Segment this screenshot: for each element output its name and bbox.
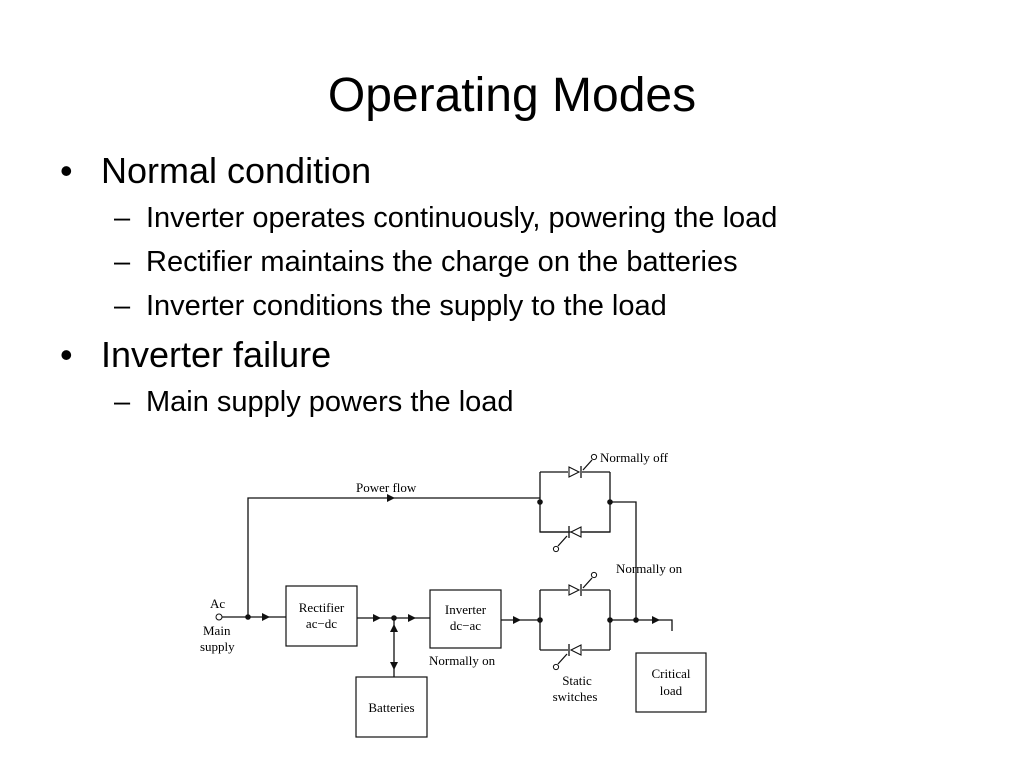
sub-bullet-marker: – [114,290,131,322]
critical-load-block: Critical load [635,652,707,713]
sub-bullet: – Main supply powers the load [60,380,1000,424]
main-label: Main [203,623,231,638]
sub-bullet-text: Inverter operates continuously, powering… [146,202,778,234]
junction-dot [633,617,639,623]
junction-dot [391,615,397,621]
sub-bullet-marker: – [114,202,131,234]
flow-arrow-icon [408,614,416,622]
rectifier-block: Rectifier ac−dc [285,585,358,647]
thyristor-icon [568,453,598,478]
flow-arrow-icon [373,614,381,622]
rectifier-label: Rectifier [299,600,345,615]
sub-bullet-marker: – [114,386,131,418]
batteries-block: Batteries [355,676,428,738]
switches-label: switches [553,689,598,704]
normally-off-label: Normally off [600,450,669,465]
sub-bullet: – Inverter operates continuously, poweri… [60,196,1000,240]
normally-on-inverter-label: Normally on [429,653,496,668]
junction-dot [537,499,543,505]
sub-bullet: – Rectifier maintains the charge on the … [60,240,1000,284]
sub-bullet-marker: – [114,246,131,278]
flow-arrow-icon [387,494,395,502]
bullet-marker: • [60,150,73,191]
annotations: Power flow Normally off Normally on Norm… [200,450,683,704]
slide-title: Operating Modes [327,69,697,122]
junction-dots [215,499,639,623]
power-flow-label: Power flow [356,480,417,495]
bullet-normal-condition: • Normal condition [60,148,1000,194]
batteries-label: Batteries [368,700,414,715]
static-label: Static [562,673,592,688]
supply-label: supply [200,639,235,654]
flow-arrows [262,494,660,670]
junction-dot [607,499,613,505]
thyristor-icon [552,644,582,671]
bullet-marker: • [60,334,73,375]
flow-arrow-icon [390,662,398,670]
bullet-text: Normal condition [101,150,372,191]
ac-label: Ac [210,596,225,611]
flow-arrow-icon [390,624,398,632]
rectifier-sublabel: ac−dc [306,616,337,631]
thyristor-icon [568,571,598,596]
critical-load-sublabel: load [660,683,683,698]
ac-terminal [215,613,223,621]
bullet-list: • Normal condition – Inverter operates c… [60,148,1000,424]
inverter-sublabel: dc−ac [450,618,481,633]
ups-circuit-diagram: Rectifier ac−dc Inverter dc−ac Batteries… [200,450,707,738]
normally-on-bypass-label: Normally on [616,561,683,576]
flow-arrow-icon [652,616,660,624]
thyristor-icon [552,526,582,553]
bullet-text: Inverter failure [101,334,332,375]
sub-bullet-text: Main supply powers the load [146,386,514,418]
flow-arrow-icon [513,616,521,624]
sub-bullet: – Inverter conditions the supply to the … [60,284,1000,328]
junction-dot [607,617,613,623]
junction-dot [245,614,251,620]
static-switches [552,453,598,671]
flow-arrow-icon [262,613,270,621]
sub-bullet-text: Rectifier maintains the charge on the ba… [146,246,738,278]
junction-dot [537,617,543,623]
inverter-block: Inverter dc−ac [429,589,502,649]
inverter-label: Inverter [445,602,487,617]
critical-load-label: Critical [652,666,691,681]
sub-bullet-text: Inverter conditions the supply to the lo… [146,290,667,322]
bullet-inverter-failure: • Inverter failure [60,332,1000,378]
blocks: Rectifier ac−dc Inverter dc−ac Batteries… [285,585,707,738]
